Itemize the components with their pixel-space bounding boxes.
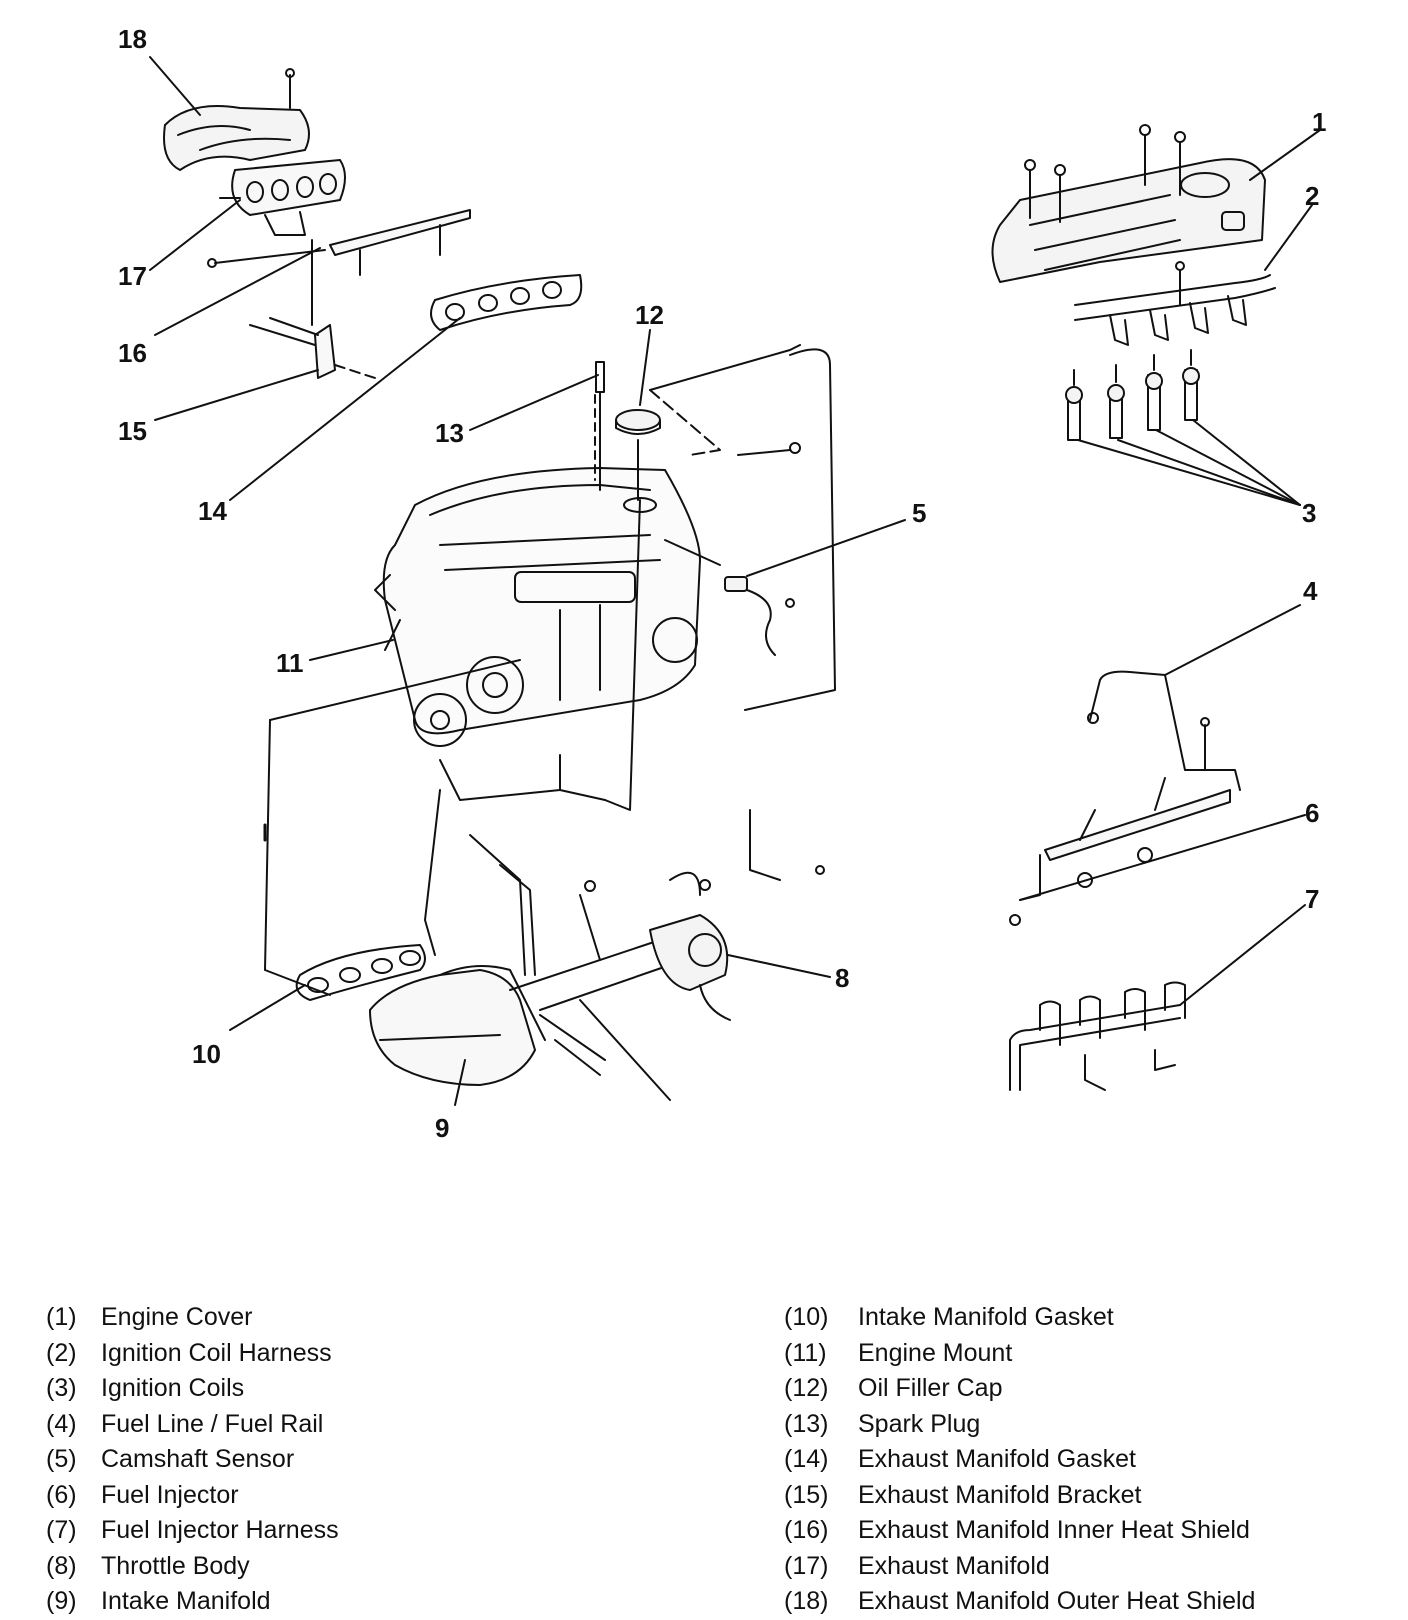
- legend-item-18: (18)Exhaust Manifold Outer Heat Shield: [784, 1587, 1256, 1615]
- legend-item-14: (14)Exhaust Manifold Gasket: [784, 1445, 1136, 1473]
- engine-cover-part: [991, 124, 1266, 283]
- callout-4: 4: [1303, 576, 1318, 606]
- exhaust-manifold-bracket-part: [249, 239, 376, 379]
- legend-item-2: (2)Ignition Coil Harness: [46, 1338, 332, 1367]
- engine-block-part: [374, 467, 701, 801]
- fuel-injector-harness-part: [1009, 981, 1186, 1091]
- spark-plug-part: [594, 361, 605, 491]
- callout-8: 8: [835, 963, 849, 993]
- callout-18: 18: [118, 24, 147, 54]
- fuel-injector-part: [1009, 777, 1231, 926]
- camshaft-sensor-part: [724, 576, 795, 656]
- ignition-coils-part: [1065, 349, 1200, 441]
- legend-item-7: (7)Fuel Injector Harness: [46, 1516, 339, 1544]
- ignition-coil-harness-part: [1074, 261, 1276, 346]
- callout-2: 2: [1305, 181, 1319, 211]
- legend-item-17: (17)Exhaust Manifold: [784, 1551, 1050, 1580]
- callout-10: 10: [192, 1039, 221, 1069]
- oil-filler-cap-part: [615, 409, 661, 513]
- legend-item-6: (6)Fuel Injector: [46, 1480, 239, 1509]
- exhaust-inner-heat-shield-part: [207, 209, 471, 276]
- legend-item-5: (5)Camshaft Sensor: [46, 1445, 295, 1473]
- callout-9: 9: [435, 1113, 449, 1143]
- legend-item-1: (1)Engine Cover: [46, 1303, 253, 1331]
- engine-exploded-diagram: 1 2 3 4 5 6 7 8 9 10 11 12 13 14 15 16 1…: [118, 24, 1326, 1143]
- callout-5: 5: [912, 498, 926, 528]
- legend-item-3: (3)Ignition Coils: [46, 1374, 245, 1402]
- legend-left-column: (1)Engine Cover (2)Ignition Coil Harness…: [46, 1300, 339, 1620]
- callout-labels: 1 2 3 4 5 6 7 8 9 10 11 12 13 14 15 16 1…: [118, 24, 1326, 1143]
- legend-item-16: (16)Exhaust Manifold Inner Heat Shield: [784, 1516, 1250, 1544]
- callout-11: 11: [276, 648, 304, 678]
- legend-right-column: (10)Intake Manifold Gasket (11)Engine Mo…: [784, 1300, 1255, 1620]
- legend-item-4: (4)Fuel Line / Fuel Rail: [46, 1409, 324, 1438]
- legend-item-15: (15)Exhaust Manifold Bracket: [784, 1480, 1142, 1509]
- callout-15: 15: [118, 416, 147, 446]
- legend-item-13: (13)Spark Plug: [784, 1409, 981, 1438]
- intake-manifold-part: [369, 834, 671, 1101]
- legend-item-9: (9)Intake Manifold: [46, 1587, 271, 1615]
- legend-item-11: (11)Engine Mount: [784, 1338, 1013, 1367]
- callout-13: 13: [435, 418, 464, 448]
- callout-17: 17: [118, 261, 147, 291]
- callout-6: 6: [1305, 798, 1319, 828]
- fuel-line-part: [1087, 670, 1241, 791]
- callout-3: 3: [1302, 498, 1316, 528]
- exhaust-manifold-gasket-part: [430, 274, 583, 331]
- intake-manifold-gasket-part: [295, 944, 426, 1001]
- callout-16: 16: [118, 338, 147, 368]
- throttle-body-part: [649, 809, 825, 1021]
- leader-lines: [149, 56, 1321, 1106]
- legend-item-10: (10)Intake Manifold Gasket: [784, 1303, 1114, 1331]
- exhaust-outer-heat-shield-part: [163, 68, 310, 171]
- callout-7: 7: [1305, 884, 1319, 914]
- exhaust-manifold-part: [219, 159, 346, 236]
- callout-1: 1: [1312, 107, 1326, 137]
- legend-item-12: (12)Oil Filler Cap: [784, 1374, 1003, 1402]
- callout-14: 14: [198, 496, 227, 526]
- callout-12: 12: [635, 300, 664, 330]
- legend-item-8: (8)Throttle Body: [46, 1551, 250, 1580]
